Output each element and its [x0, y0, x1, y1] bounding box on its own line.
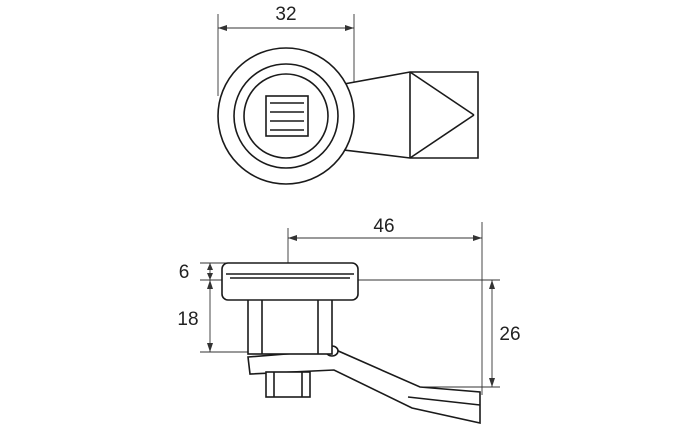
side-view-square-nut — [265, 371, 311, 398]
dimension-label-body-height: 18 — [177, 309, 198, 330]
side-view-head — [221, 262, 359, 301]
dimension-length: 46 — [287, 216, 483, 395]
dimension-label-overall-height: 26 — [499, 324, 520, 345]
side-view: 46 6 18 26 — [177, 216, 521, 424]
dimension-body-height: 18 — [177, 280, 213, 352]
dimension-top-width: 32 — [217, 4, 355, 96]
top-view-head — [217, 47, 355, 185]
dimension-overall-height: 26 — [489, 280, 521, 387]
dimension-label-top-width: 32 — [275, 4, 296, 25]
dimension-label-length: 46 — [373, 216, 394, 237]
dimension-label-head-height: 6 — [179, 262, 190, 283]
dimension-head-height: 6 — [179, 262, 213, 283]
top-view: 32 — [217, 4, 479, 185]
top-view-handle — [343, 71, 479, 159]
